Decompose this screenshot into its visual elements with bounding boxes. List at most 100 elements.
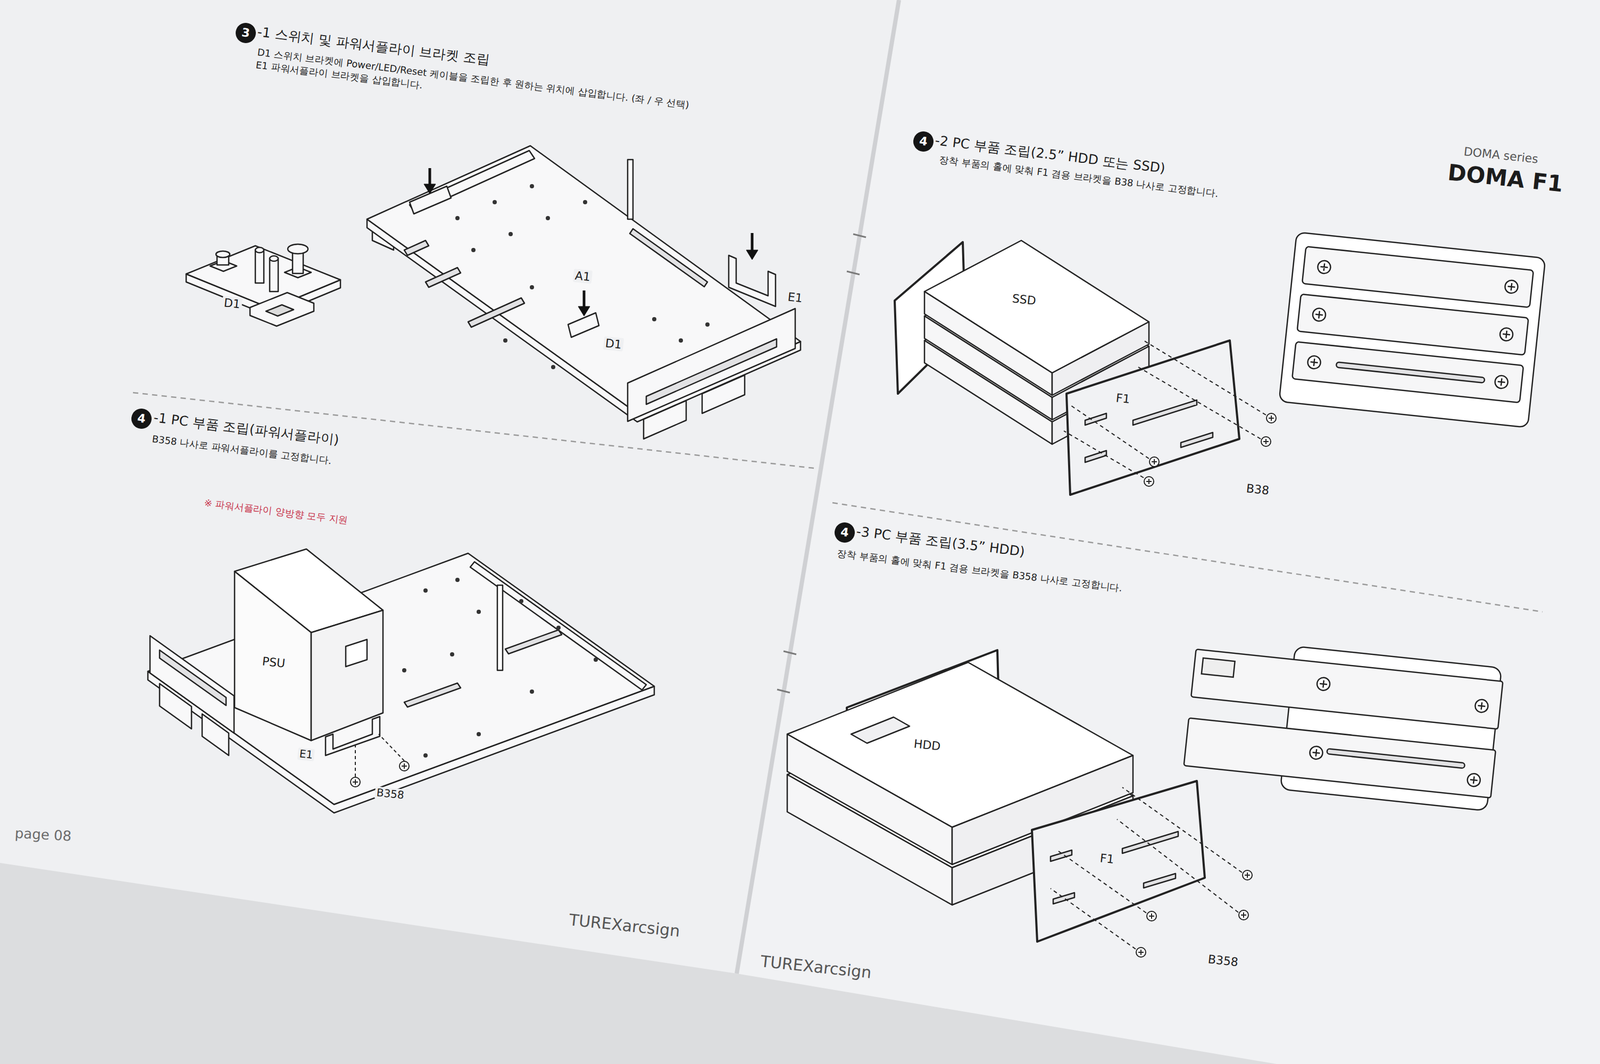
- part-label: E1: [785, 289, 805, 306]
- step-number-circle: 4: [130, 407, 153, 430]
- step-heading: -1 PC 부품 조립(파워서플라이): [152, 410, 340, 448]
- hole: [508, 231, 513, 237]
- step-number-circle: 4: [833, 521, 856, 544]
- step-number: 4: [136, 412, 147, 425]
- plate-slot: [404, 682, 461, 707]
- screw-guide: [1117, 819, 1239, 913]
- screw-cross: [1146, 415, 1274, 485]
- hole: [402, 668, 407, 673]
- plate-holes: [455, 184, 710, 370]
- reset-cap: [287, 244, 308, 254]
- binding-staples: [777, 234, 866, 693]
- hole: [652, 317, 657, 322]
- panel-foot: [159, 683, 192, 729]
- step-heading: -1 스위치 및 파워서플라이 브라켓 조립: [256, 24, 491, 69]
- hole: [593, 657, 598, 662]
- step-heading: -2 PC 부품 조립(2.5” HDD 또는 SSD): [934, 132, 1166, 177]
- arrow-shaft: [751, 232, 754, 253]
- screw-label: B358: [374, 786, 407, 802]
- plate-slot: [404, 240, 429, 256]
- panel-foot: [643, 400, 687, 439]
- hole: [678, 338, 683, 343]
- screw-guide: [1122, 787, 1243, 873]
- part-label: D1: [221, 295, 243, 312]
- staple: [777, 689, 790, 693]
- panel-foot: [202, 713, 229, 756]
- part-label: A1: [572, 268, 593, 285]
- psu-side: [234, 571, 312, 741]
- screw-head: [350, 777, 361, 787]
- arrow-shaft: [582, 290, 586, 309]
- led-body: [269, 258, 279, 292]
- hole: [582, 200, 588, 205]
- bracket-slot: [1180, 432, 1213, 448]
- screw-guide: [354, 744, 356, 777]
- part-label: E1: [297, 747, 316, 762]
- standoff-pin: [627, 159, 633, 220]
- hole: [529, 689, 535, 694]
- screw-cross: [1311, 679, 1487, 785]
- detail-rail: [1190, 648, 1503, 729]
- insert-arrows: [423, 168, 758, 316]
- hole: [476, 731, 481, 737]
- screw-guide: [1138, 367, 1261, 439]
- step-description: E1 파워서플라이 브라켓을 삽입합니다.: [255, 59, 424, 91]
- led-top: [255, 247, 264, 253]
- plate-slot: [425, 267, 461, 288]
- part-label: PSU: [260, 654, 288, 671]
- part-label: SSD: [1010, 291, 1039, 308]
- bracket-slot: [1050, 850, 1072, 862]
- psu-switch: [345, 639, 368, 667]
- bracket-plate: [186, 245, 341, 309]
- step-description: 장착 부품의 홀에 맞춰 F1 겸용 브라켓을 B358 나사로 고정합니다.: [836, 547, 1123, 594]
- drive-side: [787, 734, 953, 865]
- step-description: D1 스위치 브라켓에 Power/LED/Reset 케이블을 조립한 후 원…: [256, 46, 690, 111]
- arrow-shaft: [428, 168, 432, 187]
- page-number: page 08: [14, 825, 72, 845]
- detail-bar: [1292, 341, 1524, 403]
- e1-bracket: [325, 716, 380, 756]
- bracket-cutout: [265, 304, 294, 316]
- plate-slot: [629, 228, 708, 287]
- series-name: DOMA series: [1463, 144, 1539, 166]
- screw-guide: [1050, 888, 1136, 949]
- arrow-head: [423, 184, 436, 194]
- hole: [476, 609, 481, 614]
- standoff-pin: [497, 585, 503, 671]
- hole: [556, 625, 561, 630]
- detail-slot: [1336, 361, 1486, 383]
- detail-rail: [1184, 718, 1496, 798]
- step-number-circle: 4: [912, 130, 935, 153]
- screw-head: [399, 761, 410, 771]
- support-note: ※ 파워서플라이 양방향 모두 지원: [203, 497, 349, 527]
- hole: [423, 753, 428, 758]
- plate-rail: [470, 561, 647, 690]
- hole: [471, 247, 476, 253]
- hole: [455, 577, 460, 582]
- bracket-slot: [1085, 413, 1107, 425]
- screw-guide: [378, 734, 405, 761]
- hole: [492, 200, 497, 205]
- staple: [783, 651, 797, 655]
- panel-foot: [702, 375, 745, 414]
- plate-top: [147, 553, 655, 805]
- screw-guide: [1069, 404, 1149, 459]
- bracket-slot: [1122, 831, 1179, 854]
- hole: [503, 338, 508, 343]
- hdd-assembly: [787, 650, 1205, 942]
- part-label: F1: [1113, 390, 1133, 407]
- brand-footer: TUREXarcsign: [759, 952, 873, 982]
- hole: [551, 364, 556, 370]
- screw-label: B38: [1244, 481, 1272, 498]
- hole: [529, 184, 535, 189]
- ssd-detail-view: [1279, 231, 1546, 428]
- step-description: B358 나사로 파워서플라이를 고정합니다.: [151, 433, 333, 467]
- screw-label: B358: [1205, 952, 1241, 970]
- hole: [529, 285, 535, 290]
